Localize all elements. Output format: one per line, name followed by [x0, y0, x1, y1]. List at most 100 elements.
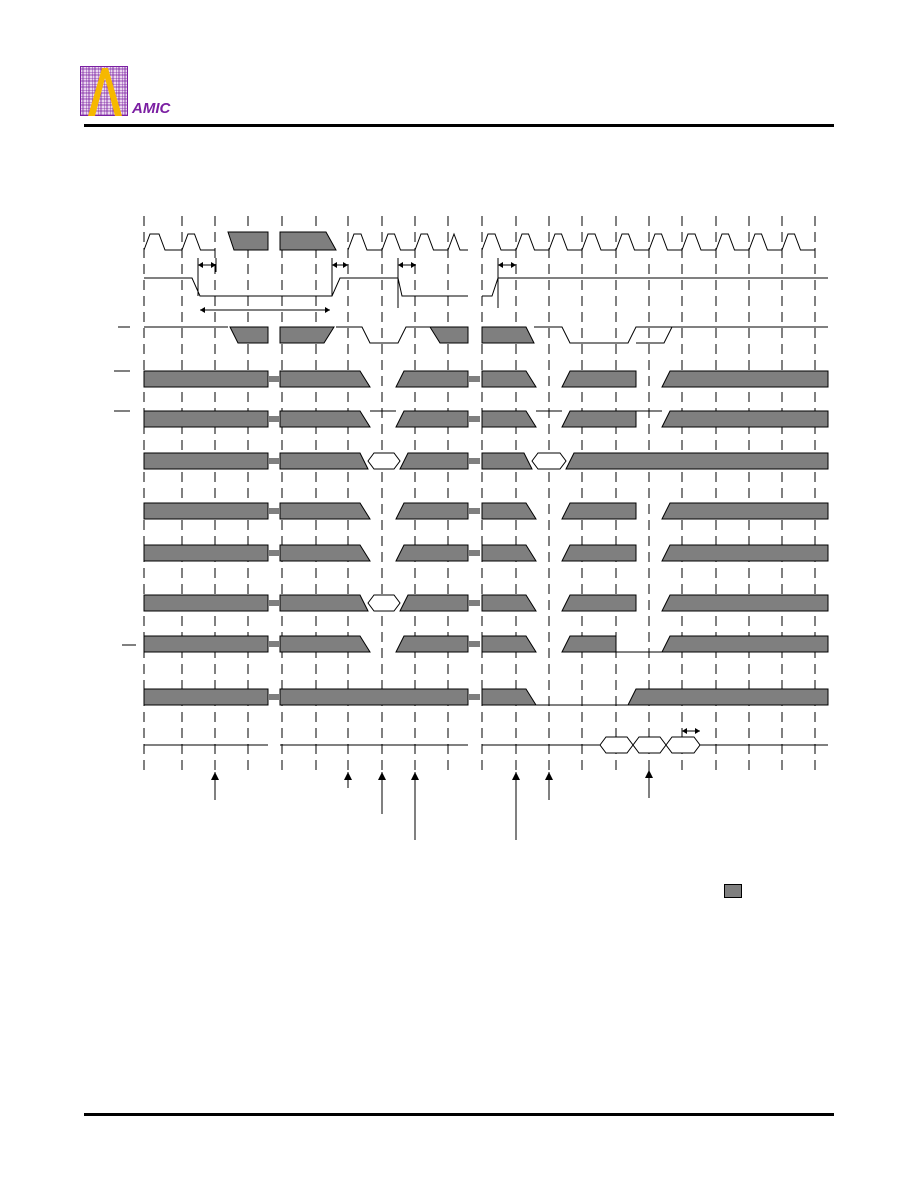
command-arrow-head: [545, 772, 553, 780]
clk-undefined-block: [227, 231, 269, 251]
ras-undefined: [279, 370, 371, 388]
ras-undefined: [143, 370, 269, 388]
addr-undefined: [561, 594, 637, 612]
cs-undefined: [481, 326, 535, 344]
a10-undefined: [561, 544, 637, 562]
cas-undefined: [395, 410, 469, 428]
command-arrow-head: [411, 772, 419, 780]
amic-logo: AMIC: [80, 66, 190, 118]
addr-undefined: [399, 594, 469, 612]
addr-undefined: [279, 594, 369, 612]
footer-rule: [84, 1113, 834, 1116]
ras-undefined: [561, 370, 637, 388]
dqm-undefined: [481, 635, 537, 653]
bar-joint: [268, 458, 280, 464]
command-arrow-head: [645, 770, 653, 778]
toh-arrow-head: [682, 728, 687, 734]
tcks-arrow-3-head: [498, 262, 503, 268]
command-arrow-head: [512, 772, 520, 780]
bar-joint: [268, 600, 280, 606]
ras-undefined: [661, 370, 829, 388]
header-rule: [84, 124, 834, 127]
cs-undefined: [279, 326, 335, 344]
bar-joint: [268, 694, 280, 700]
we-undefined: [279, 452, 369, 470]
addr-undefined: [143, 594, 269, 612]
dqm-undefined: [395, 635, 469, 653]
we-undefined: [143, 452, 269, 470]
dq-undefined: [279, 688, 469, 706]
tcks-arrow-head: [211, 262, 216, 268]
tckh-arrow-head: [332, 262, 337, 268]
dqm-undefined: [143, 635, 269, 653]
cs-waveform-tail: [636, 326, 673, 344]
cas-undefined: [143, 410, 269, 428]
bar-joint: [468, 600, 480, 606]
a10-undefined: [279, 544, 371, 562]
ba-undefined: [481, 502, 537, 520]
tces-arrow-head: [325, 307, 330, 313]
dqm-undefined: [661, 635, 829, 653]
bar-joint: [468, 550, 480, 556]
cs-waveform: [144, 326, 828, 344]
cas-undefined: [481, 410, 537, 428]
ras-undefined: [395, 370, 469, 388]
we-undefined: [481, 452, 533, 470]
bar-joint: [468, 694, 480, 700]
a10-undefined: [661, 544, 829, 562]
clk-waveform: [143, 232, 815, 251]
command-arrow-head: [344, 772, 352, 780]
valid-cell: [367, 452, 401, 470]
data-out-cell: [632, 736, 667, 754]
ras-undefined: [481, 370, 537, 388]
legend-undefined-swatch: [724, 884, 742, 898]
bar-joint: [268, 416, 280, 422]
ba-undefined: [279, 502, 371, 520]
tcks-arrow-3-head: [511, 262, 516, 268]
toh-arrow-head: [695, 728, 700, 734]
addr-undefined: [481, 594, 537, 612]
bar-joint: [268, 641, 280, 647]
bar-joint: [468, 641, 480, 647]
data-out-cell: [665, 736, 701, 754]
addr-undefined: [661, 594, 829, 612]
tcks-arrow-2-head: [411, 262, 416, 268]
cas-undefined: [561, 410, 637, 428]
a10-undefined: [481, 544, 537, 562]
dq-undefined: [481, 688, 537, 706]
bar-joint: [268, 376, 280, 382]
a10-undefined: [143, 544, 269, 562]
amic-logo-icon: [80, 66, 128, 116]
bar-joint: [468, 376, 480, 382]
data-out-cell: [599, 736, 634, 754]
a10-undefined: [395, 544, 469, 562]
command-arrow-head: [211, 772, 219, 780]
cke-waveform: [144, 277, 828, 297]
dqm-undefined: [561, 635, 617, 653]
tces-arrow-head: [200, 307, 205, 313]
ba-undefined: [143, 502, 269, 520]
ba-undefined: [661, 502, 829, 520]
cs-undefined: [429, 326, 469, 344]
ba-undefined: [395, 502, 469, 520]
cas-undefined: [279, 410, 371, 428]
we-undefined: [399, 452, 469, 470]
tcks-arrow-head: [198, 262, 203, 268]
bar-joint: [468, 508, 480, 514]
bar-joint: [468, 458, 480, 464]
tckh-arrow-head: [343, 262, 348, 268]
dq-undefined: [627, 688, 829, 706]
valid-cell: [367, 594, 401, 612]
clk-undefined-block: [279, 231, 337, 251]
we-undefined: [565, 452, 829, 470]
bar-joint: [268, 550, 280, 556]
bar-joint: [468, 416, 480, 422]
ba-undefined: [561, 502, 637, 520]
bar-joint: [268, 508, 280, 514]
logo-wordmark: AMIC: [132, 100, 171, 117]
command-arrow-head: [378, 772, 386, 780]
cs-undefined: [229, 326, 269, 344]
valid-cell: [531, 452, 567, 470]
dqm-undefined: [279, 635, 371, 653]
